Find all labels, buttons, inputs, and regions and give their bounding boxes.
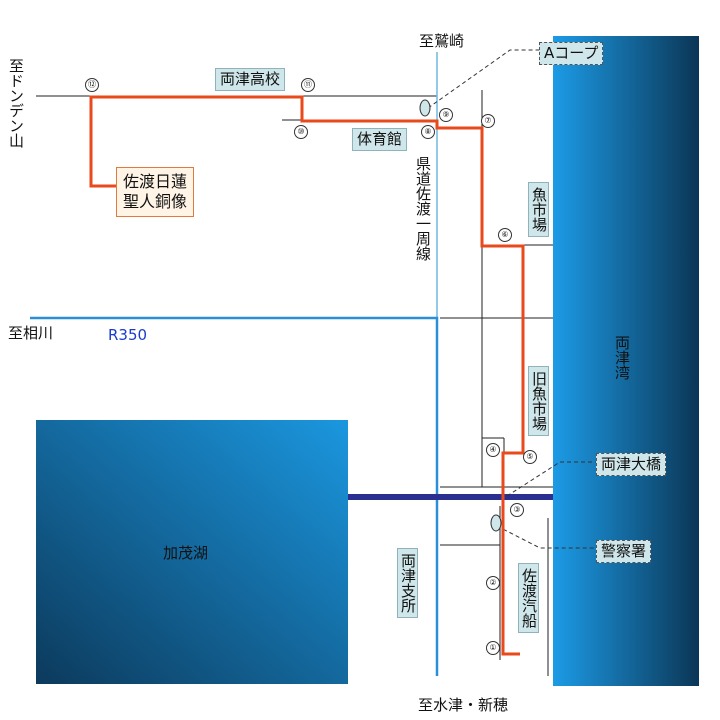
destination-south: 至水津・新穂 (418, 696, 509, 714)
statue-label-line2: 聖人銅像 (123, 192, 188, 211)
fish-market-label: 魚市場 (528, 182, 549, 237)
waypoint-9: ⑨ (439, 108, 453, 122)
nichiren-statue-label: 佐渡日蓮 聖人銅像 (116, 167, 195, 217)
waypoint-7: ⑦ (481, 114, 495, 128)
destination-west-mid: 至相川 (8, 324, 54, 342)
prefectural-road-label: 県道佐渡一周線 (414, 156, 432, 261)
ryotsu-bridge-label: 両津大橋 (596, 453, 667, 476)
a-coop-label: Aコープ (539, 42, 604, 65)
route-350-road (30, 316, 439, 676)
police-marker-icon (490, 514, 502, 532)
statue-label-line1: 佐渡日蓮 (123, 172, 188, 191)
waypoint-6: ⑥ (498, 228, 512, 242)
a-coop-marker-icon (419, 99, 431, 117)
ryotsu-high-school-label: 両津高校 (215, 68, 286, 91)
gymnasium-label: 体育館 (352, 128, 408, 151)
route-350-label: R350 (108, 326, 148, 344)
waypoint-11: ⑪ (301, 78, 315, 92)
bay-label: 両津湾 (613, 335, 631, 380)
waypoint-1: ① (486, 641, 500, 655)
old-fish-market-label: 旧魚市場 (528, 366, 549, 436)
destination-west-top: 至ドンデン山 (7, 58, 25, 148)
waypoint-2: ② (486, 576, 500, 590)
waypoint-3: ③ (510, 503, 524, 517)
leader-lines (427, 49, 596, 549)
waypoint-5: ⑤ (523, 450, 537, 464)
kamo-lake (36, 420, 348, 684)
walking-route (89, 95, 525, 656)
destination-north: 至鷲崎 (419, 32, 465, 50)
waypoint-10: ⑩ (294, 125, 308, 139)
ryotsu-bay (553, 36, 699, 686)
sado-kisen-label: 佐渡汽船 (518, 563, 539, 633)
waypoint-12: ⑫ (85, 78, 99, 92)
waypoint-8: ⑧ (421, 125, 435, 139)
lake-label: 加茂湖 (163, 544, 209, 562)
waypoint-4: ④ (486, 443, 500, 457)
police-label: 警察署 (596, 540, 652, 563)
ryotsu-branch-label: 両津支所 (397, 548, 418, 618)
